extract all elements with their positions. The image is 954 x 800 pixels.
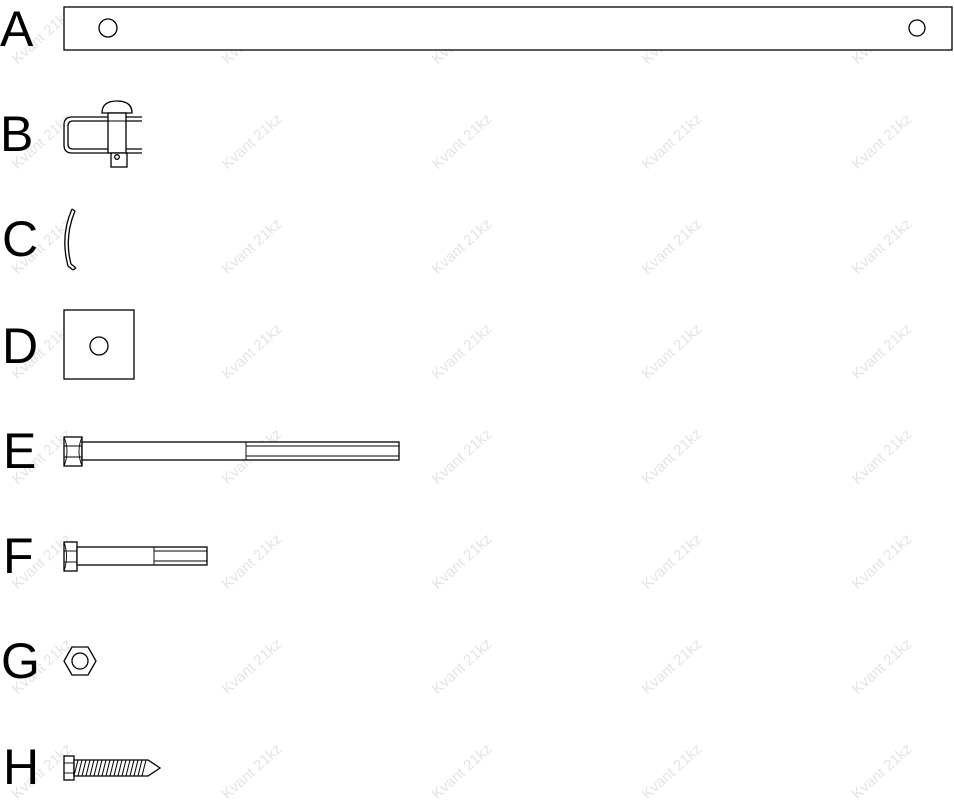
part-d: D <box>2 309 135 380</box>
watermark-text: Kvant 21kz <box>219 216 286 278</box>
curved-spring-clip-icon <box>64 208 77 271</box>
thread-line <box>93 759 99 777</box>
thread-line <box>105 759 111 777</box>
part-letter-d: D <box>2 318 38 374</box>
watermark-text: Kvant 21kz <box>639 321 706 383</box>
watermark-text: Kvant 21kz <box>849 636 916 698</box>
part-f: F <box>3 528 208 584</box>
part-letter-b: B <box>0 106 33 162</box>
long-hex-bolt-icon <box>63 436 400 467</box>
part-letter-c: C <box>2 211 38 267</box>
watermark-text: Kvant 21kz <box>429 741 496 800</box>
watermark-text: Kvant 21kz <box>219 531 286 593</box>
thread-line <box>81 759 87 777</box>
thread-line <box>109 759 115 777</box>
part-a: A <box>0 1 953 57</box>
clevis-pin-clip-icon <box>63 100 142 168</box>
part-c: C <box>2 208 77 271</box>
watermark-text: Kvant 21kz <box>849 321 916 383</box>
watermark-text: Kvant 21kz <box>429 531 496 593</box>
thread-line <box>113 759 119 777</box>
part-e: E <box>3 423 400 479</box>
short-hex-bolt-icon <box>63 541 208 572</box>
watermark-text: Kvant 21kz <box>849 111 916 173</box>
thread-line <box>137 759 143 777</box>
watermark-text: Kvant 21kz <box>219 111 286 173</box>
watermark-text: Kvant 21kz <box>219 741 286 800</box>
watermark-text: Kvant 21kz <box>639 426 706 488</box>
watermark-text: Kvant 21kz <box>849 531 916 593</box>
lag-screw-threads <box>73 759 147 777</box>
thread-line <box>73 759 79 777</box>
part-b: B <box>0 100 142 168</box>
watermark-text: Kvant 21kz <box>429 426 496 488</box>
hex-nut-icon <box>63 646 97 676</box>
watermark-text: Kvant 21kz <box>639 636 706 698</box>
flat-bar-icon <box>63 6 953 51</box>
lag-screw-icon <box>63 755 162 781</box>
watermark-text: Kvant 21kz <box>429 636 496 698</box>
watermark-text: Kvant 21kz <box>849 216 916 278</box>
part-letter-h: H <box>3 739 39 795</box>
part-letter-f: F <box>3 528 34 584</box>
thread-line <box>101 759 107 777</box>
part-letter-a: A <box>0 1 34 57</box>
watermark-text: Kvant 21kz <box>849 426 916 488</box>
part-letter-e: E <box>3 423 36 479</box>
part-letter-g: G <box>1 633 40 689</box>
thread-line <box>97 759 103 777</box>
watermark-text: Kvant 21kz <box>849 741 916 800</box>
thread-line <box>85 759 91 777</box>
thread-line <box>129 759 135 777</box>
thread-line <box>125 759 131 777</box>
thread-line <box>89 759 95 777</box>
watermark-text: Kvant 21kz <box>639 741 706 800</box>
watermark-text: Kvant 21kz <box>429 321 496 383</box>
part-g: G <box>1 633 97 689</box>
watermark-text: Kvant 21kz <box>639 111 706 173</box>
thread-line <box>117 759 123 777</box>
watermark-text: Kvant 21kz <box>429 216 496 278</box>
thread-line <box>141 759 147 777</box>
watermark-text: Kvant 21kz <box>639 531 706 593</box>
part-h: H <box>3 739 162 795</box>
watermark-text: Kvant 21kz <box>219 321 286 383</box>
thread-line <box>121 759 127 777</box>
watermark-text: Kvant 21kz <box>429 111 496 173</box>
thread-line <box>77 759 83 777</box>
watermark-text: Kvant 21kz <box>219 636 286 698</box>
thread-line <box>133 759 139 777</box>
watermark-text: Kvant 21kz <box>639 216 706 278</box>
square-washer-icon <box>63 309 135 380</box>
